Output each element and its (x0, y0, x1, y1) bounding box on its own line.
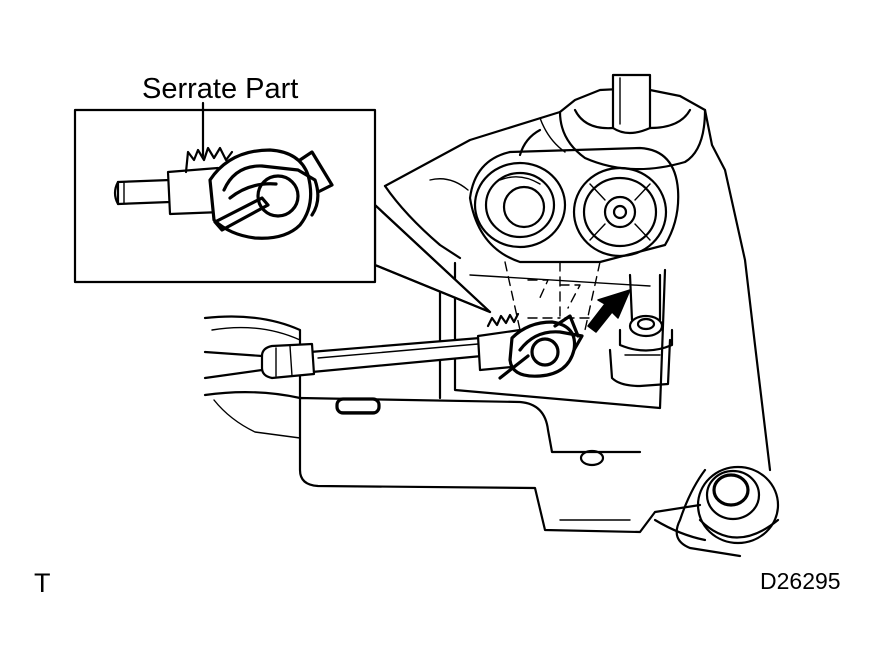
selector-rollers (468, 146, 680, 264)
cable-end-clip (476, 312, 584, 380)
selector-pin (618, 273, 674, 352)
mounting-boss (696, 465, 780, 545)
inset-detail (73, 101, 492, 314)
shift-lever (518, 73, 707, 171)
corner-mark: T (34, 568, 51, 598)
chassis-bracket (203, 315, 702, 534)
pointer-arrow-icon (587, 289, 631, 333)
callout-title: Serrate Part (142, 73, 299, 105)
shift-cable (203, 336, 484, 380)
shift-housing (383, 86, 772, 558)
figure-code: D26295 (760, 568, 841, 594)
hidden-linkage (504, 261, 601, 331)
